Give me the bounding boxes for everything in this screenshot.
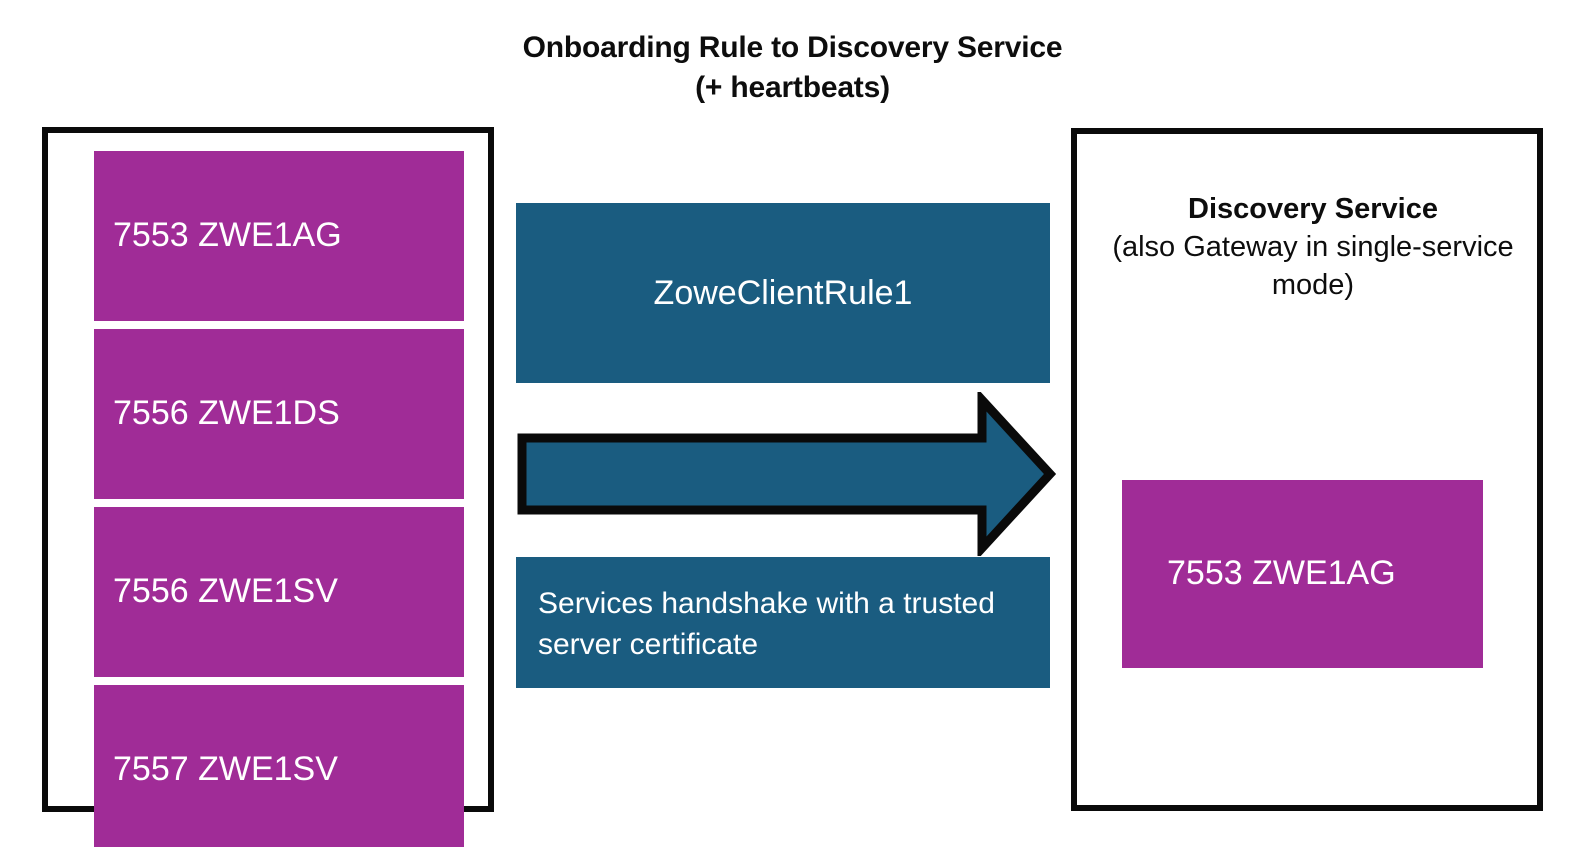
service-box-label: 7553 ZWE1AG <box>113 216 342 255</box>
service-box-label: 7557 ZWE1SV <box>113 750 338 789</box>
discovery-service-heading: Discovery Service (also Gateway in singl… <box>1083 190 1543 304</box>
service-box-label: 7553 ZWE1AG <box>1167 554 1396 593</box>
discovery-service-subtitle: (also Gateway in single-service mode) <box>1112 231 1514 301</box>
registered-service-box-zwe1ag[interactable]: 7553 ZWE1AG <box>1122 480 1483 668</box>
diagram-title-line-1: Onboarding Rule to Discovery Service <box>522 31 1063 64</box>
discovery-service-panel: Discovery Service (also Gateway in singl… <box>1071 128 1543 811</box>
service-box-zwe1ds[interactable]: 7556 ZWE1DS <box>94 329 464 499</box>
client-rule-box[interactable]: ZoweClientRule1 <box>516 203 1050 383</box>
service-box-zwe1ag[interactable]: 7553 ZWE1AG <box>94 151 464 321</box>
service-box-label: 7556 ZWE1SV <box>113 572 338 611</box>
discovery-service-title: Discovery Service <box>1188 193 1438 225</box>
service-box-label: 7556 ZWE1DS <box>113 394 340 433</box>
handshake-note-label: Services handshake with a trusted server… <box>538 587 995 661</box>
service-box-zwe1sv-7556[interactable]: 7556 ZWE1SV <box>94 507 464 677</box>
client-rule-label: ZoweClientRule1 <box>653 273 913 312</box>
block-arrow-right-icon <box>516 392 1056 556</box>
diagram-title: Onboarding Rule to Discovery Service (+ … <box>0 28 1585 108</box>
left-services-panel: 7553 ZWE1AG 7556 ZWE1DS 7556 ZWE1SV 7557… <box>42 127 494 847</box>
service-box-zwe1sv-7557[interactable]: 7557 ZWE1SV <box>94 685 464 847</box>
handshake-note-box: Services handshake with a trusted server… <box>516 557 1050 688</box>
diagram-title-line-2: (+ heartbeats) <box>695 71 890 104</box>
